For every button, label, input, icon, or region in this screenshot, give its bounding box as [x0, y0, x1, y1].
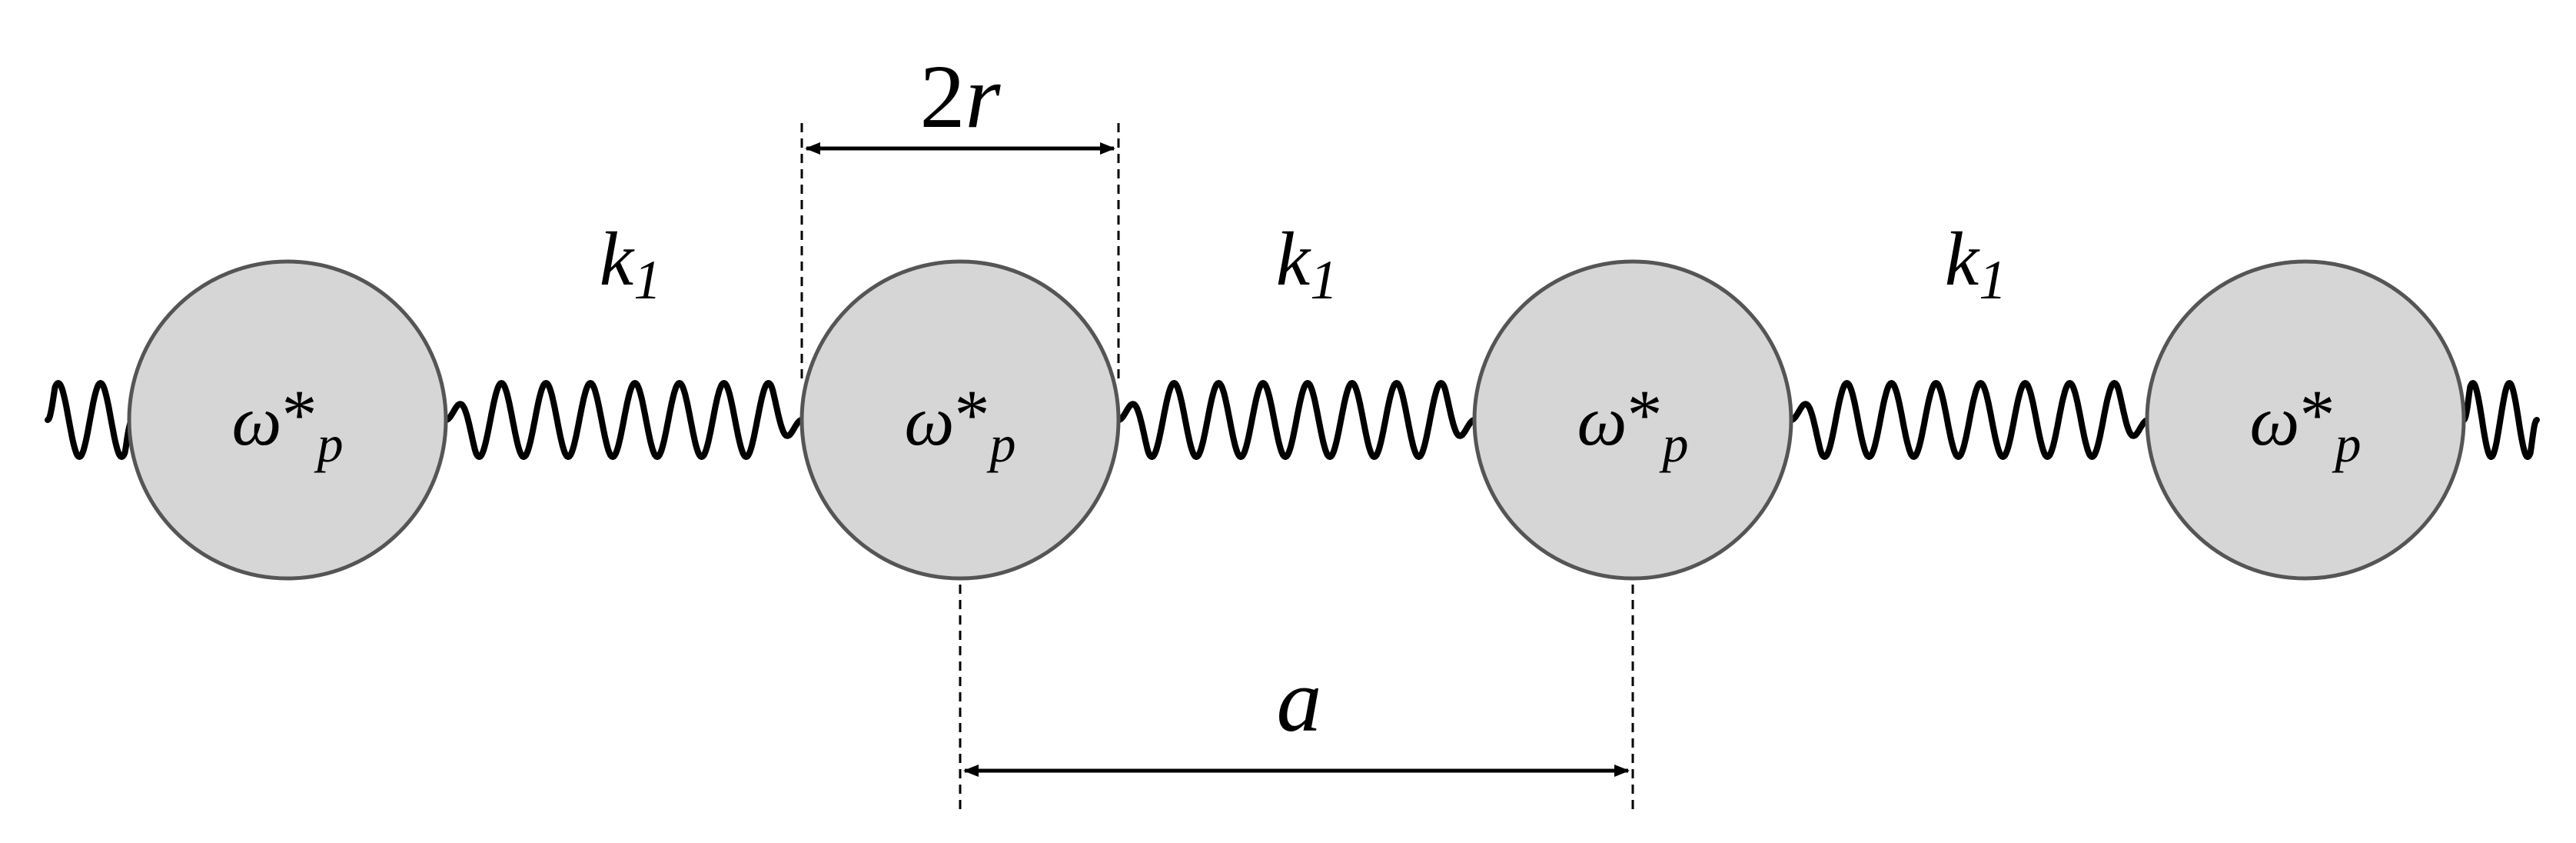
- mass-1-circle: [127, 259, 448, 581]
- mass-3-symbol: ω: [1577, 382, 1627, 460]
- svg-text:k1: k1: [1276, 216, 1338, 311]
- mass-1-symbol: ω: [232, 382, 282, 460]
- mass-2: ω*p: [799, 259, 1121, 581]
- mass-3-subscript: p: [1659, 415, 1688, 473]
- spring-1-label: k: [600, 216, 635, 302]
- mass-1-subscript: p: [314, 415, 343, 473]
- svg-text:ω*p: ω*p: [232, 375, 344, 473]
- mass-1: ω*p: [127, 259, 448, 581]
- spring-3-label-subscript: 1: [1979, 249, 2006, 311]
- svg-text:k1: k1: [1945, 216, 2006, 311]
- svg-text:ω*p: ω*p: [2250, 375, 2362, 473]
- mass-4-circle: [2145, 259, 2466, 581]
- mass-4-subscript: p: [2332, 415, 2361, 473]
- spring-2: [1115, 380, 1477, 460]
- spring-1: [443, 380, 805, 460]
- svg-text:ω*p: ω*p: [905, 375, 1016, 473]
- mass-3-circle: [1472, 259, 1793, 581]
- diameter-dimension: 2r: [800, 46, 1120, 385]
- spring-1-label-subscript: 1: [633, 249, 661, 311]
- diameter-coefficient: 2: [920, 46, 966, 147]
- spring-right-edge: [2461, 380, 2540, 460]
- spring-2-label: k: [1276, 216, 1311, 302]
- springs-group: [45, 380, 2540, 460]
- svg-text:ω*p: ω*p: [1577, 375, 1689, 473]
- spacing-variable: a: [1277, 650, 1322, 751]
- masses-group: ω*p ω*p ω*p ω*p: [127, 259, 2466, 581]
- spacing-dimension: a: [959, 585, 1634, 811]
- spring-left-edge: [45, 380, 135, 460]
- spring-3-label: k: [1945, 216, 1980, 302]
- mass-3: ω*p: [1472, 259, 1793, 581]
- mass-3-superscript: *: [1627, 375, 1662, 454]
- mass-4-superscript: *: [2299, 375, 2335, 454]
- svg-text:k1: k1: [600, 216, 661, 311]
- spring-2-label-subscript: 1: [1310, 249, 1338, 311]
- mass-1-superscript: *: [281, 375, 317, 454]
- mass-4-symbol: ω: [2250, 382, 2300, 460]
- spring-labels-group: k1 k1 k1: [600, 216, 2006, 311]
- mass-2-superscript: *: [954, 375, 989, 454]
- mass-2-circle: [799, 259, 1121, 581]
- spring-3: [1788, 380, 2151, 460]
- mass-2-subscript: p: [986, 415, 1015, 473]
- diameter-variable: r: [966, 46, 1002, 147]
- mass-4: ω*p: [2145, 259, 2466, 581]
- mass-2-symbol: ω: [905, 382, 955, 460]
- svg-text:2r: 2r: [920, 46, 1002, 147]
